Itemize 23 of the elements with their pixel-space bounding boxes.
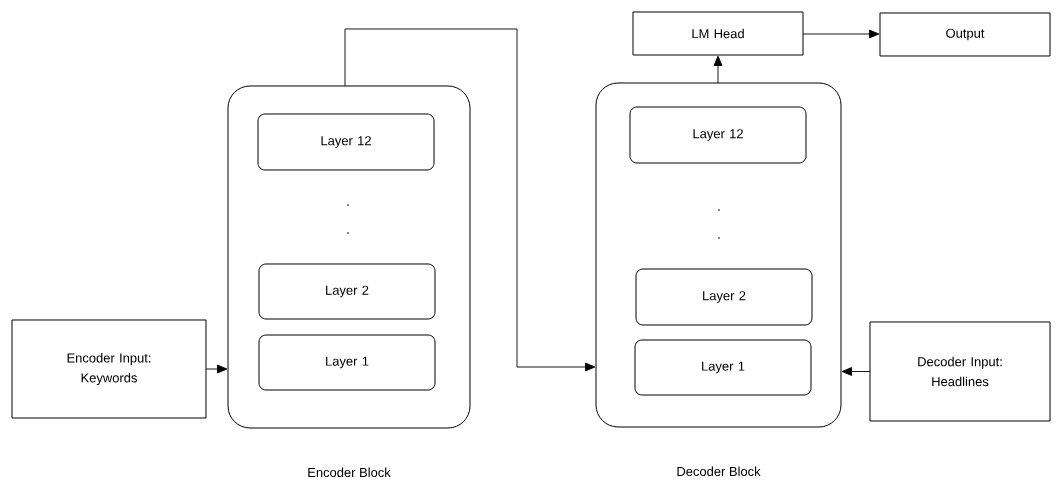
block-caption: Encoder Block bbox=[308, 467, 391, 478]
input-box: Decoder Input: Headlines bbox=[869, 321, 1051, 422]
arrow bbox=[344, 28, 596, 372]
layer-box: Layer 2 bbox=[635, 268, 813, 326]
arrow bbox=[205, 364, 228, 374]
block-frame bbox=[227, 85, 471, 429]
layer-box: Layer 12 bbox=[257, 113, 435, 171]
block-caption: Decoder Block bbox=[677, 466, 761, 477]
layer-box: Layer 1 bbox=[258, 334, 436, 391]
arrow bbox=[802, 29, 880, 39]
layer-box: Layer 2 bbox=[258, 263, 436, 320]
layer-box: Layer 1 bbox=[634, 339, 812, 396]
layer-box: Layer 12 bbox=[629, 106, 807, 164]
ellipsis-dot: . bbox=[718, 209, 720, 211]
process-box: LM Head bbox=[632, 11, 804, 56]
output-box: Output bbox=[879, 12, 1051, 57]
ellipsis-dot: . bbox=[347, 204, 349, 206]
arrow bbox=[841, 367, 871, 376]
input-box: Encoder Input: Keywords bbox=[11, 319, 207, 419]
ellipsis-dot: . bbox=[347, 232, 349, 234]
arrow bbox=[713, 55, 723, 84]
block-frame bbox=[595, 82, 842, 428]
ellipsis-dot: . bbox=[718, 237, 720, 239]
